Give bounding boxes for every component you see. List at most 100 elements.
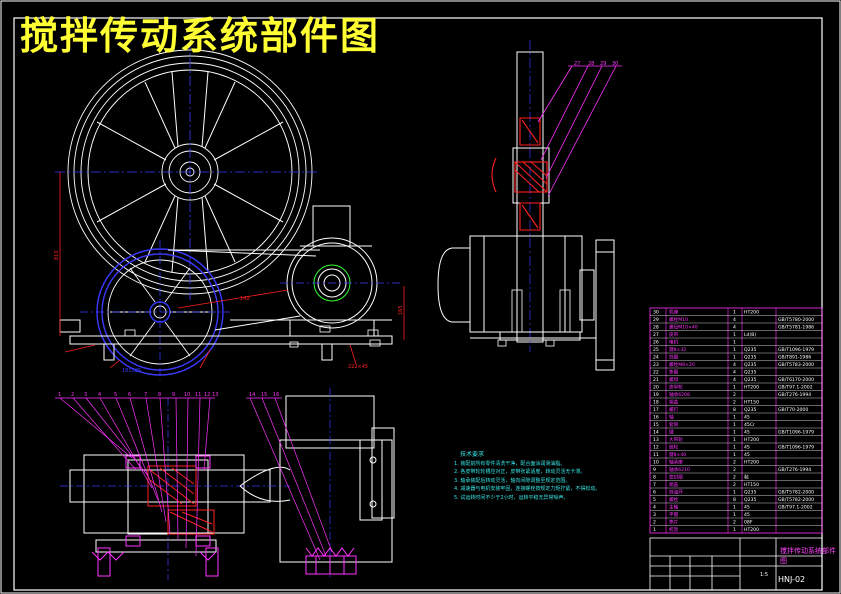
bom-cell-name: 密封圈 [669,474,683,481]
bom-cell-std: GB/T5783-2000 [778,362,814,368]
bom-cell-mat: HT200 [744,385,759,391]
bom-cell-mat: 08F [744,520,753,526]
bom-cell-name: 键8×40 [669,451,686,458]
balloon-9: 9 [172,392,175,398]
bom-cell-no: 13 [653,437,659,443]
bom-cell-mat: HT150 [744,482,759,488]
bom-cell-mat: Q235 [744,370,756,376]
bom-cell-name: 链轮 [669,444,679,451]
bom-cell-qty: 1 [733,415,736,421]
bom-cell-mat: 毡 [744,474,749,481]
bom-cell-no: 19 [653,392,659,398]
balloon-12: 12 [204,392,210,398]
section-view-2 [239,388,395,580]
title-block [649,537,823,591]
note-item: 1. 装配前所有零件清洗干净，配合面涂润滑油脂。 [454,460,566,467]
bom-cell-qty: 1 [733,505,736,511]
bom-cell-qty: 1 [733,332,736,338]
bom-cell-name: 轴承6210 [669,466,690,473]
bom-cell-name: 皮带轮 [669,384,683,391]
balloon-15: 15 [261,392,267,398]
dim-front-vertical-left: 810 [54,250,60,260]
bom-cell-no: 20 [653,385,659,391]
balloon-6: 6 [128,392,131,398]
bom-cell-no: 26 [653,340,659,346]
side-view-leaders [537,65,622,197]
dim-front-small-right: 222×45 [348,364,368,370]
bom-cell-mat: Ld(B) [744,332,756,338]
bom-cell-name: 挡油环 [669,489,683,496]
bom-cell-qty: 2 [733,467,736,473]
bom-cell-std: GB/T6170-2000 [778,377,814,383]
bom-cell-no: 9 [653,467,656,473]
bom-cell-qty: 1 [733,422,736,428]
balloon-10: 10 [184,392,190,398]
bom-cell-mat: 45 [744,430,750,436]
bom-cell-qty: 2 [733,482,736,488]
bom-cell-std: GB/T276-1994 [778,392,811,398]
bom-cell-std: GB/T276-1994 [778,467,811,473]
bom-cell-std: GB/T5782-2000 [778,490,814,496]
bom-cell-qty: 1 [733,445,736,451]
bom-cell-no: 11 [653,452,659,458]
section-view-2-leaders [246,397,333,561]
bom-cell-name: 大带轮 [669,436,683,443]
dim-front-bottom-left: 181325 [122,368,141,374]
bom-cell-qty: 2 [733,475,736,481]
bom-cell-no: 23 [653,362,659,368]
bom-cell-qty: 1 [733,340,736,346]
section-view-1-magenta [91,455,219,577]
bom-cell-std: GB/T1096-1979 [778,430,814,436]
bom-cell-name: 键 [669,429,674,436]
bom-cell-name: 螺栓M8×20 [669,361,695,368]
bom-cell-mat: Q235 [744,355,756,361]
side-view-bolts [497,289,571,347]
bom-cell-mat: HT200 [744,437,759,443]
bom-cell-mat: 45 [744,512,750,518]
balloon-4: 4 [98,392,101,398]
bom-cell-qty: 2 [733,400,736,406]
bom-cell-mat: 45 [744,445,750,451]
balloon-27: 27 [574,61,580,67]
bom-cell-mat: Q235 [744,490,756,496]
title-block-drawing-number: HNJ-02 [778,575,806,584]
section-view-1-leaders [55,397,215,557]
bom-cell-mat: HT200 [744,310,759,316]
side-view [437,40,615,371]
note-item: 4. 减速器与电机安装牢固，连接螺栓按规定力矩拧紧，不得松动。 [454,486,601,492]
bom-cell-qty: 8 [733,497,736,503]
bom-cell-name: 螺栓 [669,496,679,503]
bom-cell-name: 端盖 [669,481,679,488]
bom-cell-name: 轴承座 [669,459,683,466]
bom-cell-no: 24 [653,355,659,361]
bom-cell-no: 14 [653,430,659,436]
bom-cell-std: GB/T5782-2000 [778,497,814,503]
bom-cell-name: 垫片 [669,519,679,526]
balloon-11: 11 [195,392,201,398]
bom-cell-qty: 1 [733,527,736,533]
bom-cell-no: 12 [653,445,659,451]
bom-cell-std: GB/T5781-1986 [778,325,814,331]
bom-cell-no: 15 [653,422,659,428]
dim-front-vertical-right: 165 [398,305,404,315]
bom-cell-no: 6 [653,490,656,496]
bom-cell-qty: 2 [733,392,736,398]
bom-cell-mat: Q235 [744,362,756,368]
bom-cell-mat: Q235 [744,497,756,503]
bom-cell-mat: 45 [744,415,750,421]
bom-cell-std: GB/T70-2000 [778,407,808,413]
bom-cell-no: 30 [653,310,659,316]
side-view-red-parts [491,117,548,231]
bom-cell-mat: Q235 [744,377,756,383]
dim-front-diag: 140 [240,296,250,302]
bom-cell-no: 17 [653,407,659,413]
bom-cell-qty: 1 [733,490,736,496]
bom-cell-name: 端盖 [669,399,679,406]
bom-cell-std: GB/T1096-1979 [778,445,814,451]
bom-cell-mat: HT200 [744,527,759,533]
balloon-7: 7 [144,392,147,398]
bom-cell-qty: 2 [733,520,736,526]
bom-cell-name: 挡圈 [669,354,679,361]
